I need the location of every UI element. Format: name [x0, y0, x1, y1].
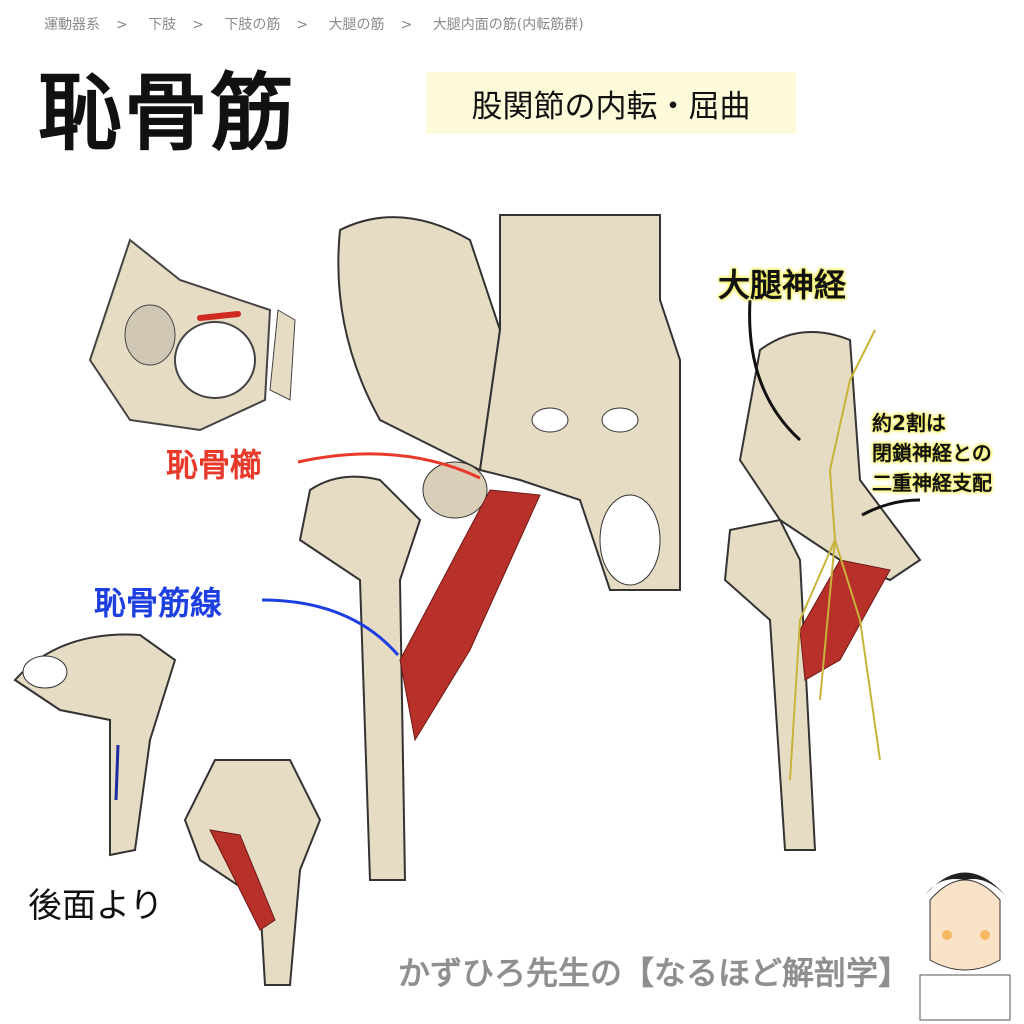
mascot-avatar — [919, 872, 1011, 1021]
femoral-nerve-label: 大腿神経 — [718, 266, 847, 304]
page-title: 恥骨筋 — [38, 64, 297, 162]
main-pelvis-illustration — [298, 214, 681, 881]
pectineus-muscle — [399, 489, 541, 742]
femoral-nerve — [789, 329, 881, 781]
dual-innervation-note: 約2割は 閉鎖神経との 二重神経支配 — [872, 411, 992, 495]
posterior-femur-illustration — [13, 633, 322, 986]
pecten-highlight — [197, 311, 241, 321]
pectineal-line-arrow-icon — [261, 598, 400, 656]
posterior-view-label: 後面より — [28, 886, 164, 926]
pelvis-inset-illustration — [88, 238, 296, 432]
brand-text: かずひろ先生の【なるほど解剖学】 — [398, 954, 911, 992]
breadcrumb-item[interactable]: 大腿内面の筋(内転筋群) — [432, 17, 584, 33]
pectineal-line-highlight — [114, 744, 120, 801]
pecten-arrow-icon — [297, 452, 481, 480]
pecten-label: 恥骨櫛 — [166, 446, 263, 484]
arrow-icon — [861, 498, 921, 517]
breadcrumb: 運動器系> 下肢> 下肢の筋> 大腿の筋> 大腿内面の筋(内転筋群) — [44, 17, 584, 33]
pectineal-line-label: 恥骨筋線 — [94, 584, 223, 622]
arrow-icon — [748, 299, 802, 442]
muscle-action-box: 股関節の内転・屈曲 — [426, 72, 796, 134]
lateral-view-illustration — [723, 299, 922, 851]
breadcrumb-item[interactable]: 下肢の筋 — [224, 17, 281, 33]
breadcrumb-item[interactable]: 下肢 — [148, 17, 177, 33]
breadcrumb-item[interactable]: 大腿の筋 — [328, 17, 385, 33]
breadcrumb-item[interactable]: 運動器系 — [44, 17, 100, 33]
